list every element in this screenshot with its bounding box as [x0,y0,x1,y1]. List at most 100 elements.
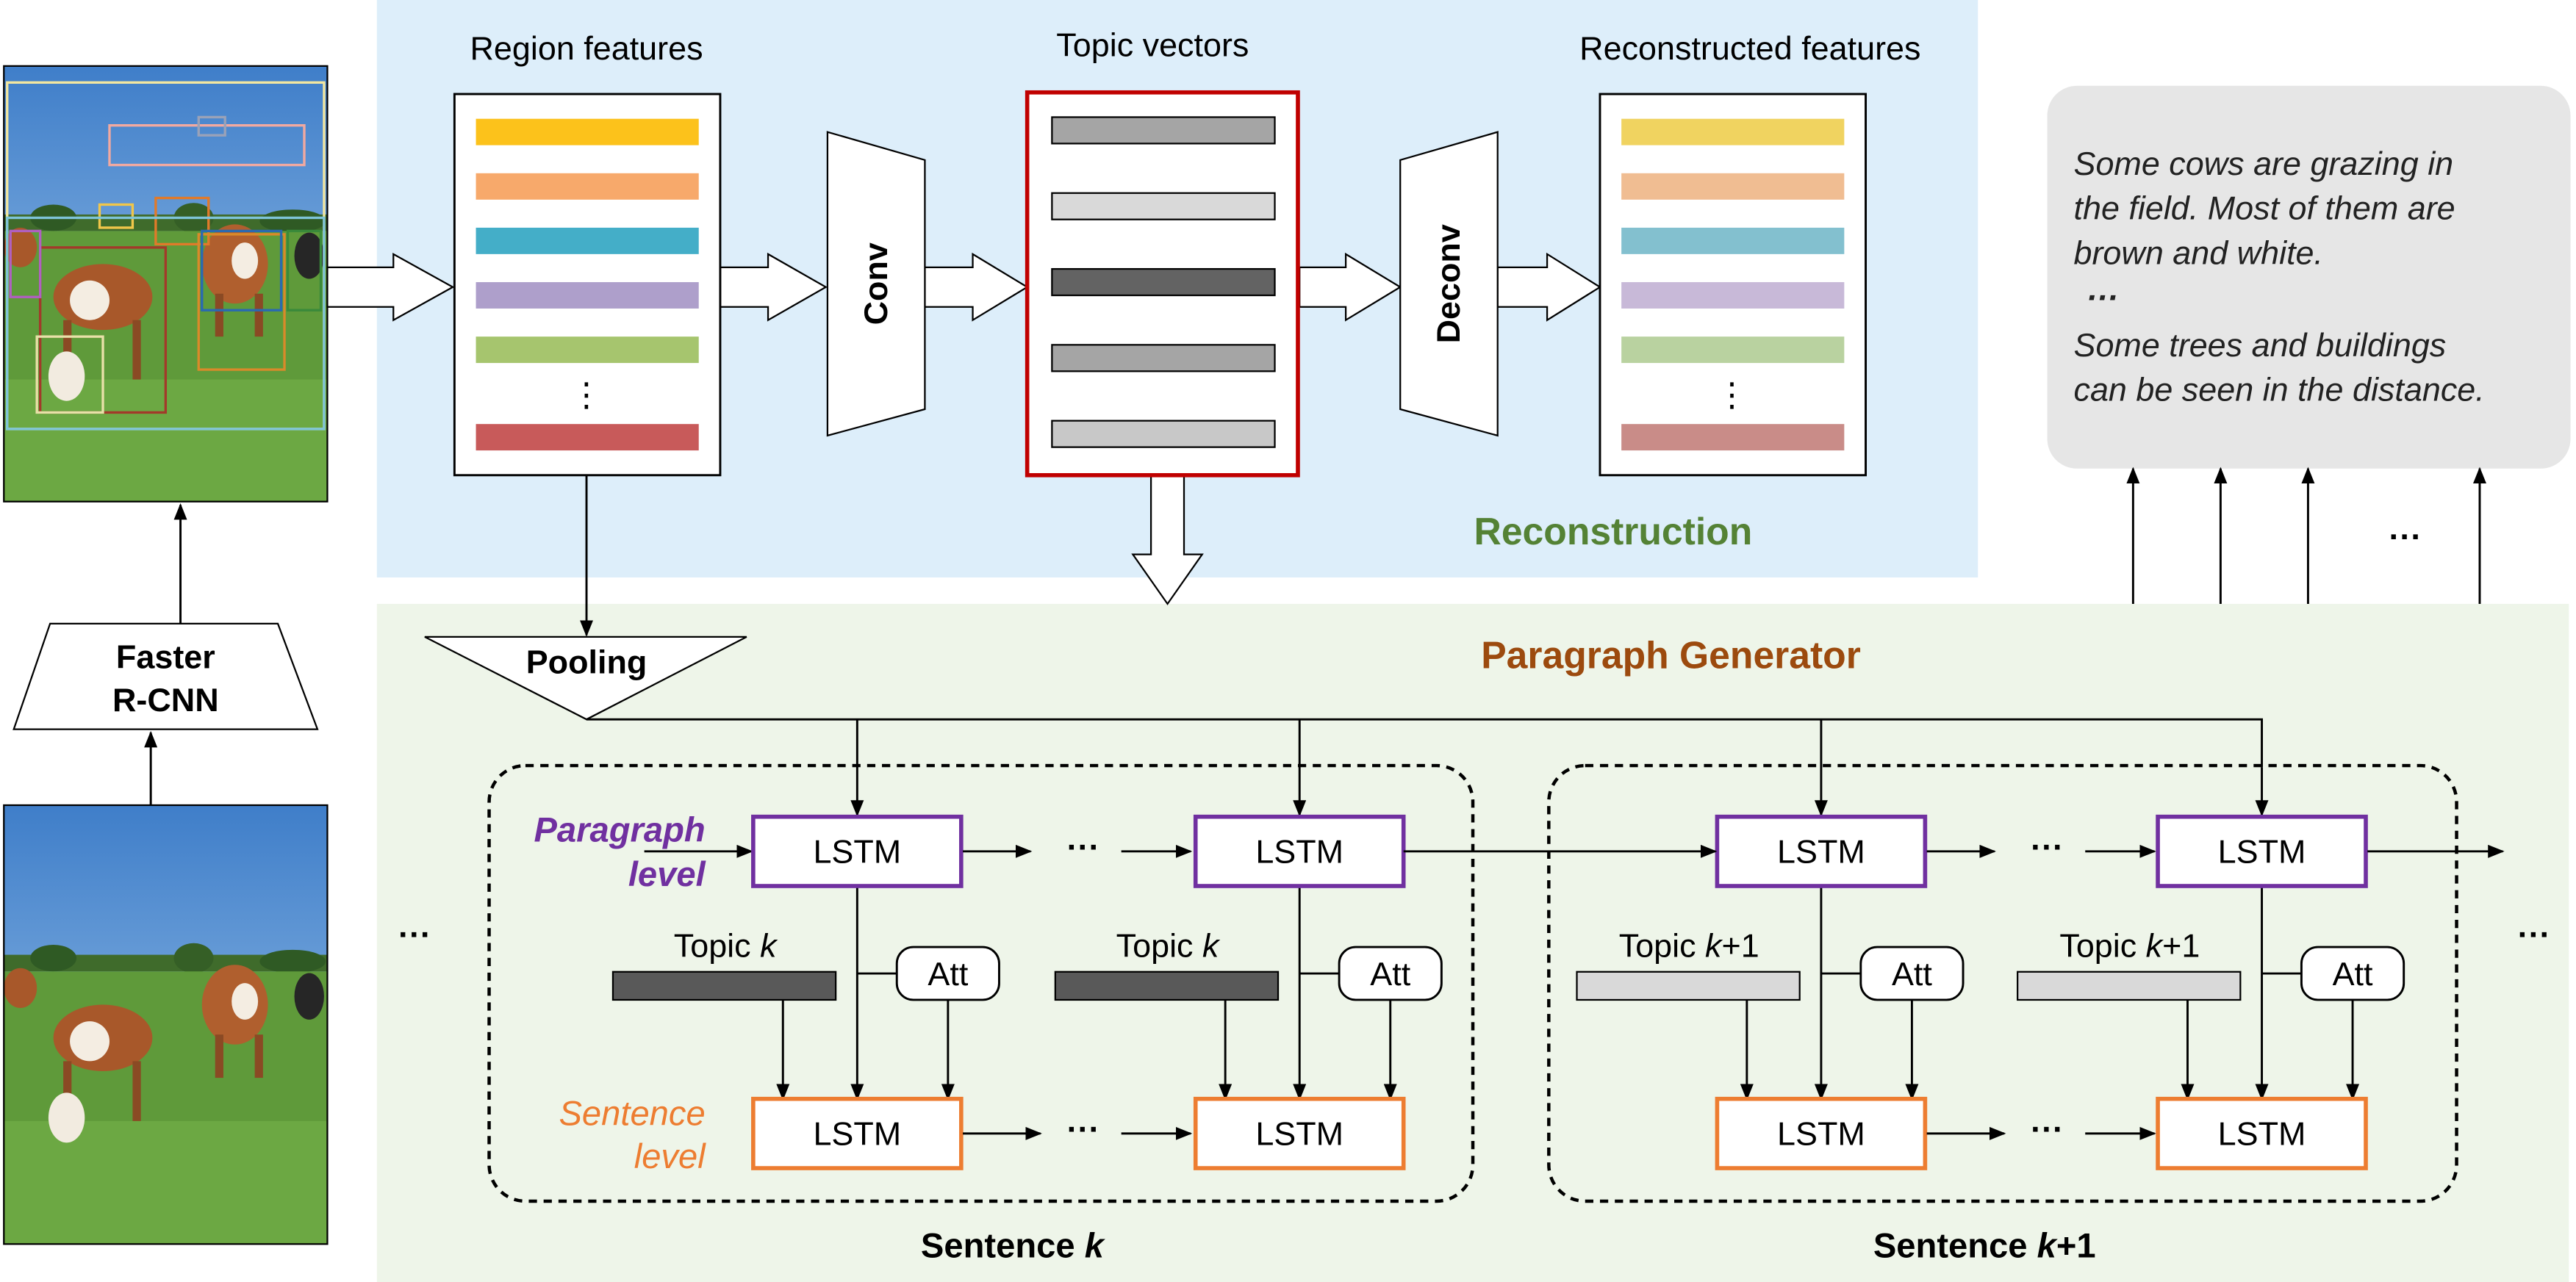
feature-bar [1621,282,1845,309]
att-box [1859,946,1965,1001]
att-label: Att [2333,955,2373,993]
block-arrow-deconv-to-recon [1496,252,1602,322]
feature-bar [476,118,699,145]
bbox [6,216,326,431]
output-paragraph-bubble [2047,85,2571,469]
reconstruction-label: Reconstruction [1474,510,1753,552]
paragraph-generator-title: Paragraph Generator [1481,634,1861,677]
conv-block [826,131,926,437]
left-ellipsis: ··· [398,915,431,953]
sentence-row-ellipsis: ··· [2031,1110,2064,1148]
sentence-lstm-box [1193,1096,1406,1170]
paragraph-level-label-line1: Paragraph [534,810,705,849]
bbox [201,229,283,312]
sentence-lstm-box [2156,1096,2368,1170]
faster-rcnn-label-line2: R-CNN [112,681,219,719]
bbox [197,115,226,137]
paragraph-lstm-box [1715,814,1928,888]
topic-bar [2017,970,2242,1001]
topic-vector-bars [1051,116,1276,448]
block-arrow-conv-to-topics [924,252,1029,322]
feature-bar [1051,419,1276,448]
sentence-lstm-box [751,1096,964,1170]
feature-bar [1621,118,1845,145]
sentence-lstm-box [1715,1096,1928,1170]
paragraph-lstm-label: LSTM [813,833,901,871]
sentence-lstm-label: LSTM [2218,1115,2306,1153]
paragraph-row-ellipsis: ··· [2031,828,2064,865]
bbox [154,196,210,246]
paragraph-lstm-label: LSTM [2218,833,2306,871]
feature-bar [476,424,699,451]
bbox [197,233,286,371]
output-arrows-ellipsis: ··· [2389,518,2422,555]
paragraph-lstm-box [2156,814,2368,888]
block-arrow-topics-to-deconv [1299,252,1402,322]
topic-bar [1054,970,1280,1001]
pooled-feature-line [586,718,2263,768]
region-features-ellipsis: ⋮ [570,375,603,413]
feature-bar [1621,336,1845,364]
feature-bar [476,336,699,364]
reconstructed-features-title: Reconstructed features [1579,29,1920,67]
deconv-label: Deconv [1429,224,1467,343]
right-ellipsis: ··· [2518,915,2551,953]
region-feature-bars [476,118,699,451]
block-arrow-image-to-features [326,252,455,322]
block-arrow-topics-down [1131,474,1204,605]
feature-bar [1051,192,1276,220]
input-image [3,804,329,1245]
output-line-1: Some cows are grazing in [2074,145,2454,182]
sentence-k-group [487,763,1475,1203]
topic-vectors-title: Topic vectors [1056,26,1249,63]
region-features-title: Region features [470,29,703,67]
deconv-block [1399,131,1499,437]
pooling-label: Pooling [526,643,647,680]
pooling-block [424,635,747,721]
topic-label: Topic k+1 [1619,927,1759,965]
bbox [9,229,42,298]
reconstructed-feature-bars [1621,118,1845,451]
feature-bar [1051,116,1276,145]
detected-image [3,65,329,503]
output-line-2: the field. Most of them are [2074,190,2455,227]
output-line-4: Some trees and buildings [2074,326,2447,364]
att-label: Att [1370,955,1410,993]
paragraph-lstm-label: LSTM [1255,833,1343,871]
bbox [98,203,134,229]
sentence-row-ellipsis: ··· [1067,1110,1100,1148]
topic-label: Topic k+1 [2059,927,2200,965]
topic-label: Topic k [674,927,778,965]
sentence-k1-caption: Sentence k+1 [1873,1225,2096,1264]
att-label: Att [928,955,968,993]
conv-label: Conv [857,242,894,325]
bbox [108,123,306,167]
bbox [35,335,104,414]
feature-bar [476,173,699,200]
paragraph-row-ellipsis: ··· [1067,828,1100,865]
feature-bar [476,282,699,309]
lstm-unit: Att Topic k LSTM LSTM [1054,814,1443,1170]
feature-bar [476,227,699,254]
att-box [895,946,1000,1001]
topic-label: Topic k [1116,927,1221,965]
output-line-3: brown and white. [2074,234,2324,271]
topic-bar [611,970,837,1001]
block-arrow-features-to-conv [719,252,828,322]
reconstructed-features-ellipsis: ⋮ [1715,375,1748,413]
faster-rcnn-label-line1: Faster [116,638,215,676]
sentence-k1-group [1547,763,2458,1203]
sentence-level-label-line1: Sentence [559,1094,705,1133]
att-box [1338,946,1443,1001]
feature-bar [1051,344,1276,372]
paragraph-lstm-box [751,814,964,888]
faster-rcnn-block [12,622,319,730]
feature-bar [1621,173,1845,200]
att-label: Att [1892,955,1932,993]
feature-bar [1621,424,1845,451]
att-box [2300,946,2405,1001]
sentence-lstm-label: LSTM [1255,1115,1343,1153]
